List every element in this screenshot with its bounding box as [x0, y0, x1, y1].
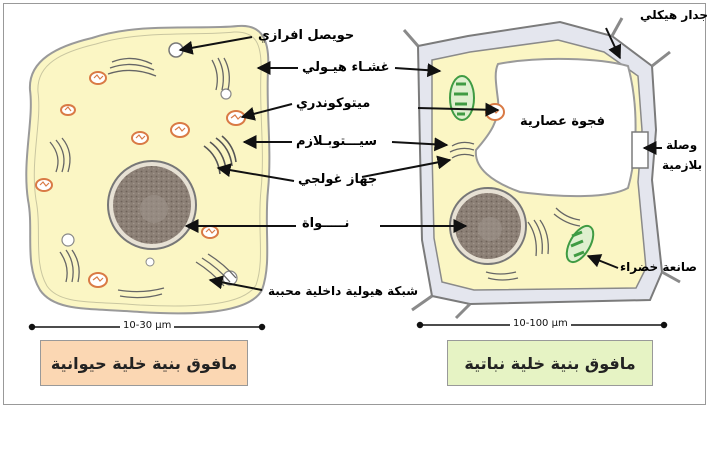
rough-er — [49, 57, 237, 299]
vesicle — [61, 233, 75, 247]
vesicle — [220, 88, 232, 100]
plant-scale-label: 10-100 µm — [510, 318, 571, 329]
label-plasma-membrane: غشـاء هيـولي — [302, 60, 390, 75]
animal-caption: مافوق بنية خلية حيوانية — [40, 340, 248, 386]
label-chloroplast: صانعة خضراء — [620, 260, 698, 274]
label-plasmodesma-line1: وصلة — [666, 138, 698, 152]
label-secretory-vesicle: حويصل افرازي — [258, 28, 355, 43]
label-rough-er: شبكة هيولية داخلية محببة — [268, 284, 419, 298]
label-cell-wall: جدار هيكلي — [640, 8, 709, 22]
plant-caption: مافوق بنية خلية نباتية — [447, 340, 653, 386]
label-cytoplasm: سيـــتوبـلازم — [296, 134, 378, 149]
label-arrows — [178, 27, 662, 291]
mitochondrion — [35, 71, 246, 288]
animal-inner-membrane — [33, 31, 263, 307]
label-nucleus: نـــــواة — [302, 216, 350, 231]
animal-cell — [25, 24, 271, 315]
plant-er — [449, 141, 581, 281]
label-mitochondrion: ميتوكوندري — [296, 96, 371, 111]
vesicle — [145, 257, 155, 267]
animal-scale-label: 10-30 µm — [120, 320, 175, 331]
label-plasmodesma-line2: بلازمية — [662, 158, 703, 172]
label-vacuole: فجوة عصارية — [520, 114, 606, 129]
label-golgi: جهاز غولجي — [298, 172, 378, 187]
